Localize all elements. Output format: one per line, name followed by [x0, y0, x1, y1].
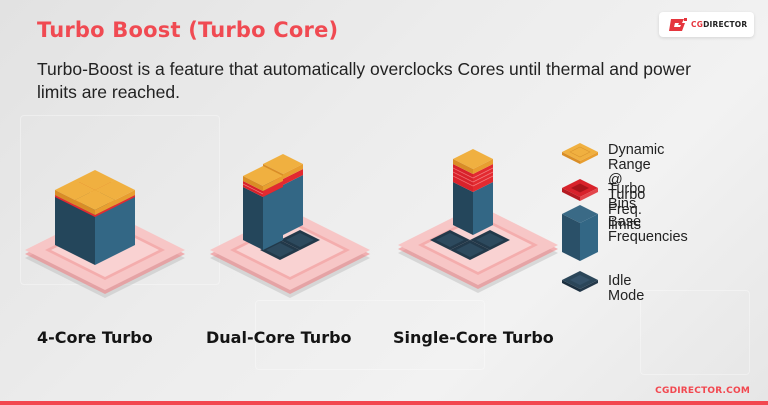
- legend-item-turbo-bins: Turbo Bins: [560, 176, 645, 212]
- four-core-turbo-diagram: [25, 170, 185, 298]
- core-block: [75, 190, 115, 265]
- bottom-accent-bar: [0, 401, 768, 405]
- caption-dual-core-turbo: Dual-Core Turbo: [206, 328, 352, 347]
- page-subtitle: Turbo-Boost is a feature that automatica…: [37, 59, 691, 102]
- core-block: [242, 166, 283, 250]
- background-circuit-line: [640, 290, 750, 375]
- page-title: Turbo Boost (Turbo Core): [37, 18, 339, 42]
- base-frequency-block-icon: [562, 205, 598, 261]
- background-circuit-line: [255, 300, 485, 370]
- idle-mode-tile-icon: [562, 271, 598, 292]
- dynamic-range-tile-icon: [562, 143, 598, 164]
- caption-single-core-turbo: Single-Core Turbo: [393, 328, 554, 347]
- legend-label-turbo-bins: Turbo Bins: [608, 181, 646, 212]
- core-block: [452, 149, 494, 235]
- dual-core-turbo-diagram: [210, 154, 370, 298]
- caption-four-core-turbo: 4-Core Turbo: [37, 328, 153, 347]
- cgdirector-logo-icon: [669, 17, 687, 31]
- legend-item-idle-mode: Idle Mode: [560, 269, 644, 304]
- legend-label-base-frequencies: Base Frequencies: [608, 214, 688, 245]
- idle-core-tile: [450, 240, 490, 260]
- footer-site-url[interactable]: CGDIRECTOR.COM: [655, 386, 750, 396]
- turbo-bins-tile-icon: [562, 179, 598, 201]
- legend-label-dynamic-range: Dynamic Range @ Turbo Freq. limits: [608, 142, 665, 233]
- logo-wordmark: CGDIRECTOR: [691, 20, 748, 29]
- cgdirector-logo[interactable]: CGDIRECTOR: [659, 12, 754, 37]
- legend-item-dynamic-range: Dynamic Range @ Turbo Freq. limits: [560, 140, 664, 233]
- single-core-turbo-diagram: [398, 149, 558, 293]
- legend-item-base-frequencies: Base Frequencies: [560, 204, 688, 262]
- legend-label-idle-mode: Idle Mode: [608, 273, 645, 304]
